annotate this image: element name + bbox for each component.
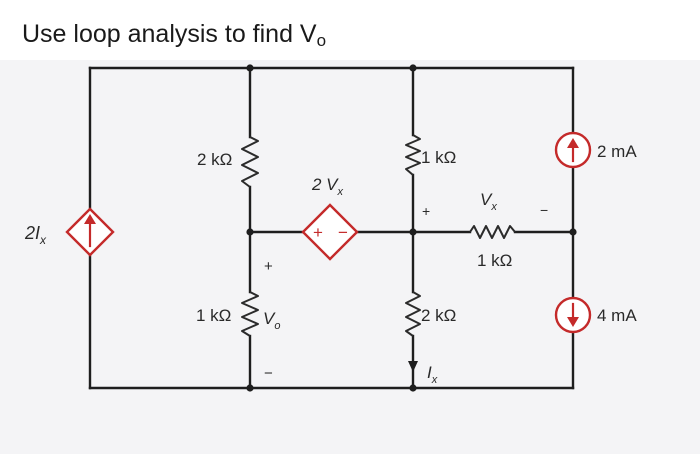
label-ix-sub: x (431, 374, 438, 386)
label-vx: Vx (480, 190, 497, 213)
dependent-voltage-source: + − (301, 203, 359, 261)
arrow-down-icon (567, 317, 579, 327)
current-source-4ma (554, 296, 592, 334)
label-ix-main: I (427, 363, 432, 382)
circuit-labels: 2 kΩ 1 kΩ 1 kΩ 1 kΩ 2 kΩ 2 mA 4 mA 2Ix 2… (24, 142, 637, 386)
label-dep-current-sub: x (39, 233, 47, 247)
ix-current-arrow (408, 361, 418, 372)
label-source-2ma: 2 mA (597, 142, 637, 161)
arrow-up-icon (567, 138, 579, 148)
junction-dot (569, 228, 577, 236)
label-vx-minus: − (540, 202, 548, 218)
junction-dot (409, 384, 417, 392)
junction-dot (246, 228, 254, 236)
label-dep-current: 2Ix (24, 223, 47, 247)
label-source-4ma: 4 mA (597, 306, 637, 325)
current-source-2ma (554, 131, 592, 169)
resistor-bottom-left (241, 291, 259, 337)
label-vo-sub: o (274, 320, 280, 332)
label-vo: Vo (263, 309, 280, 332)
resistor-top-left (241, 136, 259, 188)
junction-dot (409, 228, 417, 236)
label-vo-main: V (263, 309, 276, 328)
label-r-top-mid: 1 kΩ (421, 148, 456, 167)
label-vx-main: V (480, 190, 493, 209)
dependent-current-source (65, 207, 115, 257)
label-r-bottom-mid: 2 kΩ (421, 306, 456, 325)
label-ix: Ix (427, 363, 438, 386)
arrow-up-icon (84, 214, 96, 224)
label-r-top-left: 2 kΩ (197, 150, 232, 169)
label-r-horizontal: 1 kΩ (477, 251, 512, 270)
label-vx-sub: x (490, 201, 497, 213)
problem-title-subscript: o (316, 31, 327, 50)
label-dep-voltage-main: 2 V (311, 175, 339, 194)
junction-dot (246, 384, 254, 392)
resistor-bottom-middle (405, 291, 421, 337)
junction-dots (246, 64, 577, 392)
label-dep-voltage: 2 Vx (311, 175, 344, 198)
label-vo-plus: + (264, 258, 273, 275)
resistor-top-middle (405, 134, 421, 176)
resistor-horizontal (469, 225, 516, 239)
problem-title-text: Use loop analysis to find V (22, 20, 317, 48)
label-vo-minus: − (264, 365, 273, 382)
arrow-down-icon (408, 361, 418, 372)
circuit-wires (88, 66, 575, 390)
label-dep-voltage-sub: x (337, 186, 344, 198)
label-vx-plus: + (422, 203, 430, 219)
dep-voltage-minus-sign: − (338, 223, 348, 242)
problem-title: Use loop analysis to find Vo (22, 20, 326, 51)
junction-dot (246, 64, 254, 72)
dep-voltage-plus-sign: + (313, 223, 323, 242)
label-dep-current-main: 2I (24, 223, 40, 243)
label-r-bottom-left: 1 kΩ (196, 306, 231, 325)
junction-dot (409, 64, 417, 72)
